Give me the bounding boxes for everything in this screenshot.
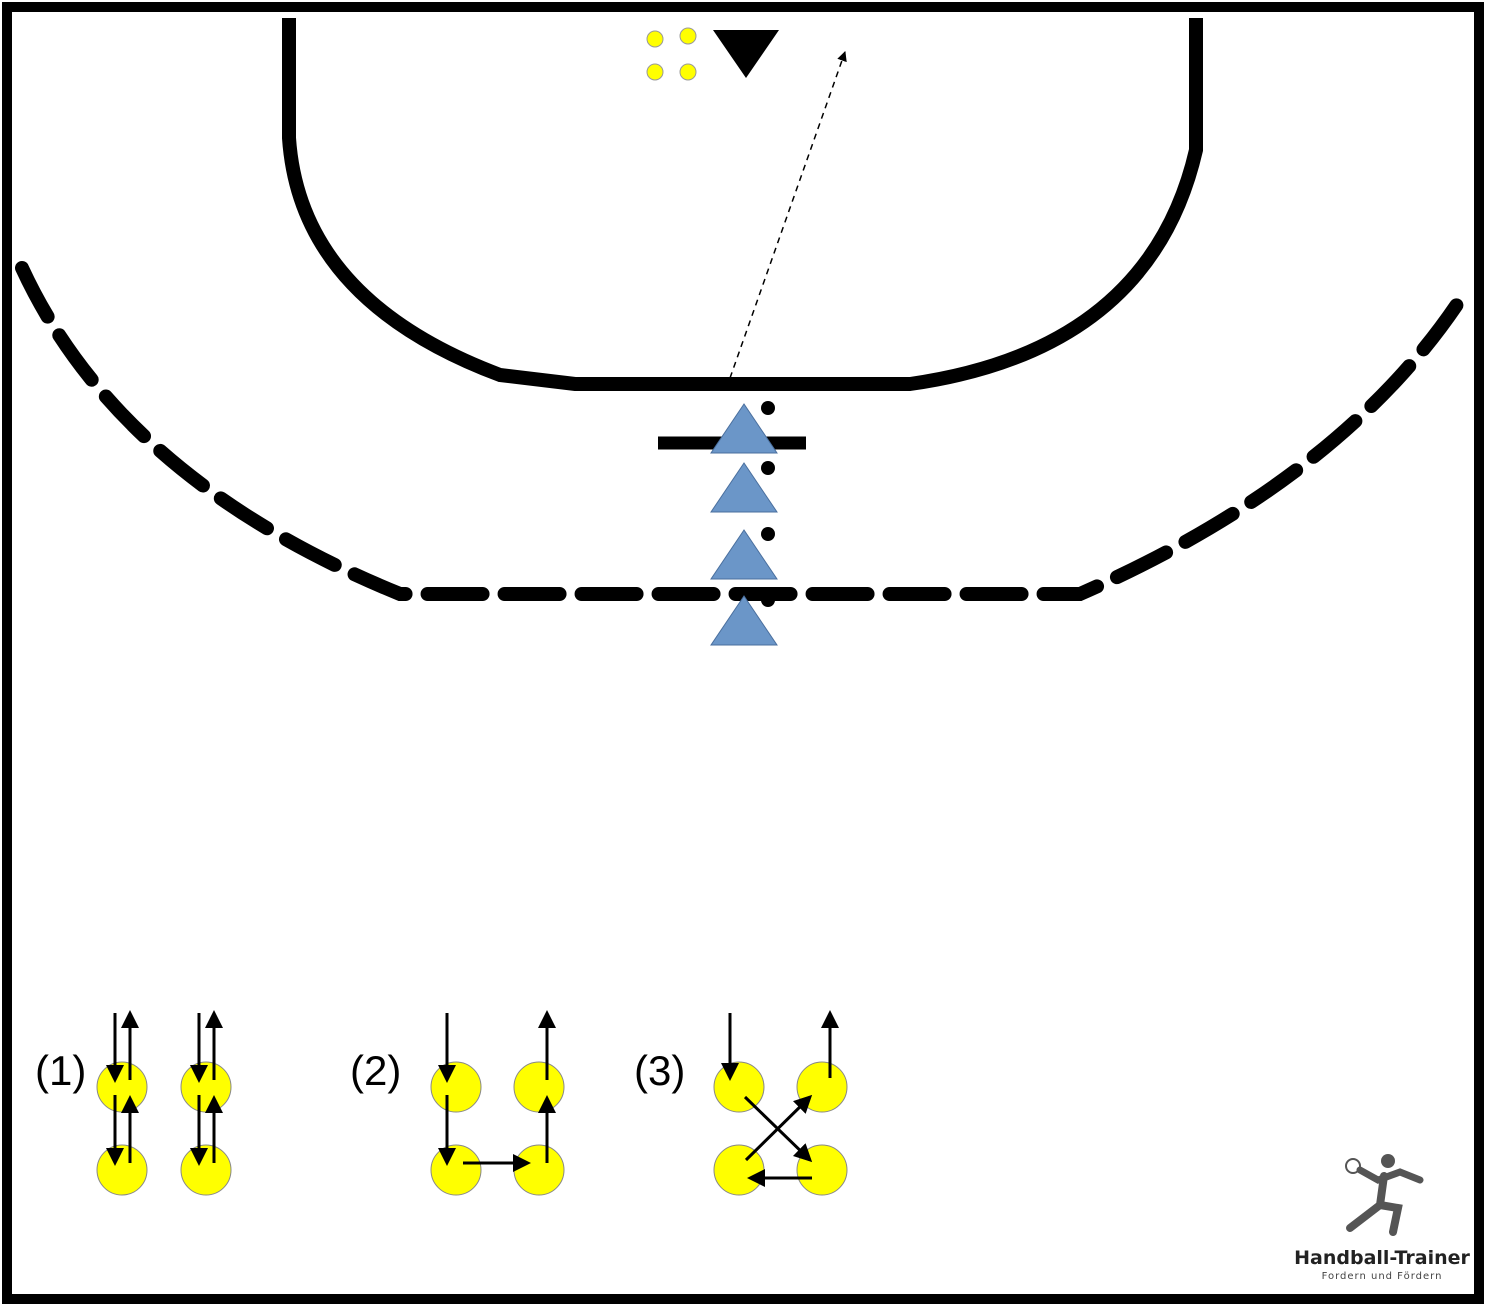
- yellow-player-icon: [180, 1061, 232, 1113]
- ball-icon: [761, 593, 775, 607]
- variant-2: (2): [350, 1010, 565, 1196]
- ball-icon: [761, 461, 775, 475]
- yellow-player-icon: [513, 1144, 565, 1196]
- logo-tagline: Fordern und Fördern: [1322, 1271, 1443, 1282]
- attacker-triangle-icon: [710, 529, 778, 580]
- attacker-triangle-icon: [710, 462, 778, 513]
- run-arrow: [744, 1094, 813, 1162]
- goal-area-line: [282, 18, 1203, 391]
- yellow-player-icon: [796, 1144, 848, 1196]
- attacker-triangle-icon: [710, 595, 778, 646]
- yellow-player-icon: [713, 1144, 765, 1196]
- ball-icon: [679, 63, 697, 81]
- handball-player-logo-icon: [1345, 1154, 1424, 1236]
- free-throw-line: [15, 261, 1467, 601]
- yellow-player-icon: [180, 1144, 232, 1196]
- handball-trainer-logo: Handball-Trainer Fordern und Fördern: [1294, 1154, 1471, 1282]
- ball-group-goal: [646, 27, 697, 81]
- yellow-player-icon: [96, 1061, 148, 1113]
- variant-3: (3): [634, 1010, 848, 1196]
- variant-1-label: (1): [35, 1047, 86, 1094]
- yellow-player-icon: [430, 1061, 482, 1113]
- ball-icon: [646, 63, 664, 81]
- ball-icon: [761, 527, 775, 541]
- goalkeeper-triangle-icon: [713, 30, 779, 78]
- variant-2-label: (2): [350, 1047, 401, 1094]
- ball-icon: [679, 27, 697, 45]
- attacker-column: [710, 401, 778, 646]
- yellow-player-icon: [713, 1061, 765, 1113]
- ball-icon: [646, 30, 664, 48]
- variant-3-label: (3): [634, 1047, 685, 1094]
- yellow-player-icon: [430, 1144, 482, 1196]
- attacker-triangle-icon: [710, 403, 778, 454]
- yellow-player-icon: [513, 1061, 565, 1113]
- yellow-player-icon: [96, 1144, 148, 1196]
- variant-1: (1): [35, 1010, 232, 1196]
- logo-title: Handball-Trainer: [1294, 1247, 1470, 1269]
- shot-path-arrow: [729, 51, 847, 379]
- ball-icon: [761, 401, 775, 415]
